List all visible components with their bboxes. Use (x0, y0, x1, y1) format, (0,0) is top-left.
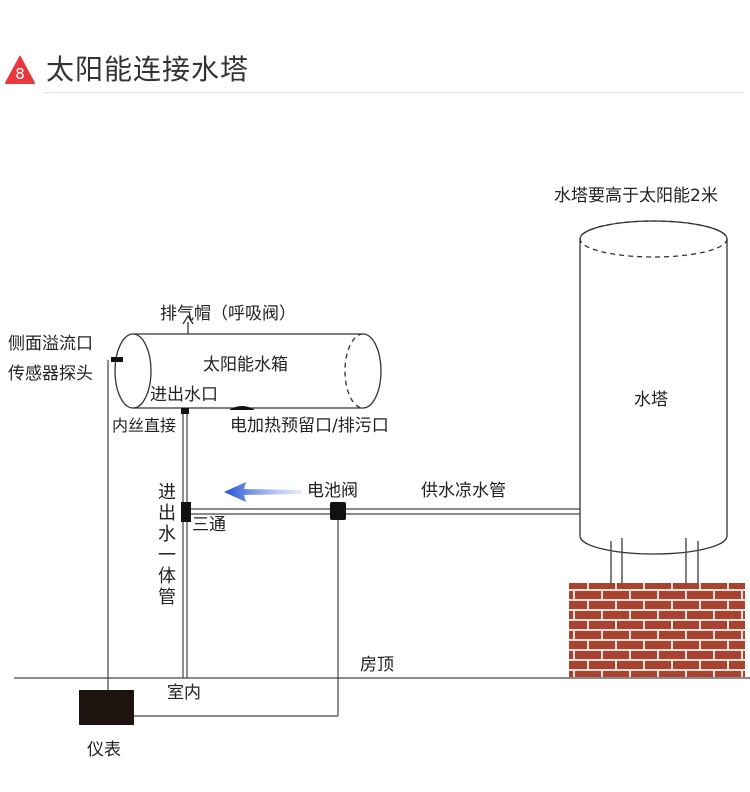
integrated-pipe-label: 进出水一体管 (158, 482, 176, 608)
header-divider (44, 92, 744, 93)
badge-number: 8 (15, 65, 25, 83)
inlet-outlet-label: 进出水口 (150, 385, 218, 405)
inlet-fitting (181, 408, 189, 414)
meter-label: 仪表 (87, 740, 121, 760)
electric-heat-label: 电加热预留口/排污口 (230, 416, 389, 436)
tee-fitting (181, 502, 191, 522)
tee-label: 三通 (192, 515, 226, 535)
sensor-probe (111, 357, 123, 362)
supply-pipe-label: 供水凉水管 (421, 481, 506, 501)
water-tower (579, 220, 728, 583)
vent-cap-label: 排气帽（呼吸阀） (160, 304, 296, 324)
indoor-label: 室内 (167, 683, 201, 703)
brick-base (569, 583, 745, 677)
number-badge-icon: 8 (5, 56, 35, 84)
tower-height-note: 水塔要高于太阳能2米 (554, 186, 718, 206)
overflow-label: 侧面溢流口 (8, 334, 93, 354)
page-title: 太阳能连接水塔 (46, 53, 250, 86)
roof-label: 房顶 (360, 655, 394, 675)
tank-label: 太阳能水箱 (203, 355, 288, 375)
sensor-label: 传感器探头 (8, 364, 93, 384)
section-header: 8 太阳能连接水塔 (0, 0, 750, 96)
solenoid-valve (330, 502, 346, 520)
flow-arrow-icon (224, 482, 302, 502)
valve-label: 电池阀 (307, 481, 358, 501)
tower-label: 水塔 (634, 390, 668, 410)
inner-thread-label: 内丝直接 (112, 416, 177, 435)
drain-port (229, 406, 255, 410)
meter-box (79, 690, 134, 725)
